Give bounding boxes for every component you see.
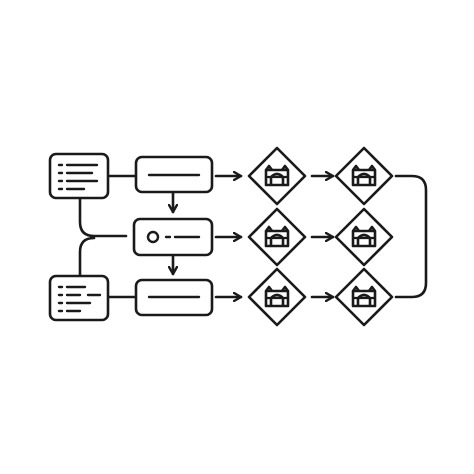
gateway-diamond-r3c1: [247, 267, 307, 327]
process-box-top: [134, 155, 214, 194]
gateway-diamond-r3c2: [334, 267, 394, 327]
gateway-diamond-r2c2: [334, 207, 394, 267]
document-lines-icon: [57, 163, 99, 191]
document-node-bottom: [48, 274, 110, 322]
process-box-bottom: [134, 278, 214, 317]
connector-lines: [78, 174, 428, 299]
document-lines-icon: [57, 285, 102, 313]
circle-icon: [146, 230, 160, 244]
gateway-diamonds: [247, 146, 394, 327]
connector-doc-bottom-to-process-middle: [78, 236, 96, 278]
gateway-diamond-r1c2: [334, 146, 394, 206]
gateway-diamond-r2c1: [247, 207, 307, 267]
document-node-top: [48, 152, 110, 200]
gateway-diamond-r1c1: [247, 146, 307, 206]
connector-right-loop: [394, 174, 428, 299]
process-box-middle: [132, 217, 214, 257]
connector-doc-top-to-process-middle: [78, 196, 128, 238]
